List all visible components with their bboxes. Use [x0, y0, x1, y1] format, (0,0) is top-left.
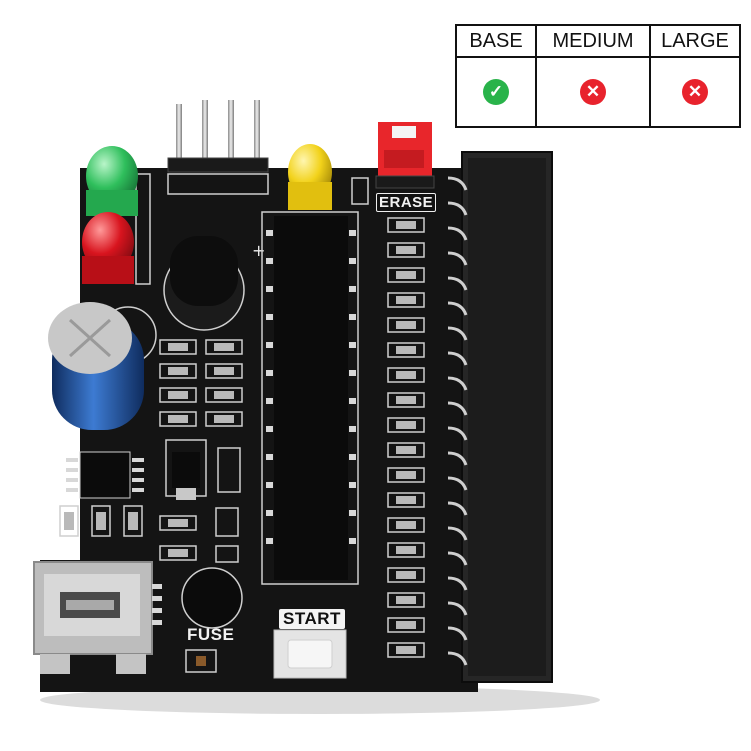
- cell-large: ✕: [649, 56, 741, 128]
- cross-circle-icon: ✕: [580, 79, 606, 105]
- col-header-medium: MEDIUM: [535, 24, 651, 58]
- table-row: ✓ ✕ ✕: [455, 56, 741, 128]
- fuse-label: FUSE: [187, 625, 235, 644]
- check-circle-icon: ✓: [483, 79, 509, 105]
- erase-label: ERASE: [376, 193, 437, 212]
- cross-circle-icon: ✕: [682, 79, 708, 105]
- cell-base: ✓: [455, 56, 537, 128]
- start-label: START: [279, 609, 345, 629]
- table-header-row: BASE MEDIUM LARGE: [455, 24, 741, 58]
- col-header-base: BASE: [455, 24, 537, 58]
- col-header-large: LARGE: [649, 24, 741, 58]
- size-compatibility-table: BASE MEDIUM LARGE ✓ ✕ ✕: [455, 24, 741, 128]
- cell-medium: ✕: [535, 56, 651, 128]
- svg-text:+: +: [252, 241, 265, 260]
